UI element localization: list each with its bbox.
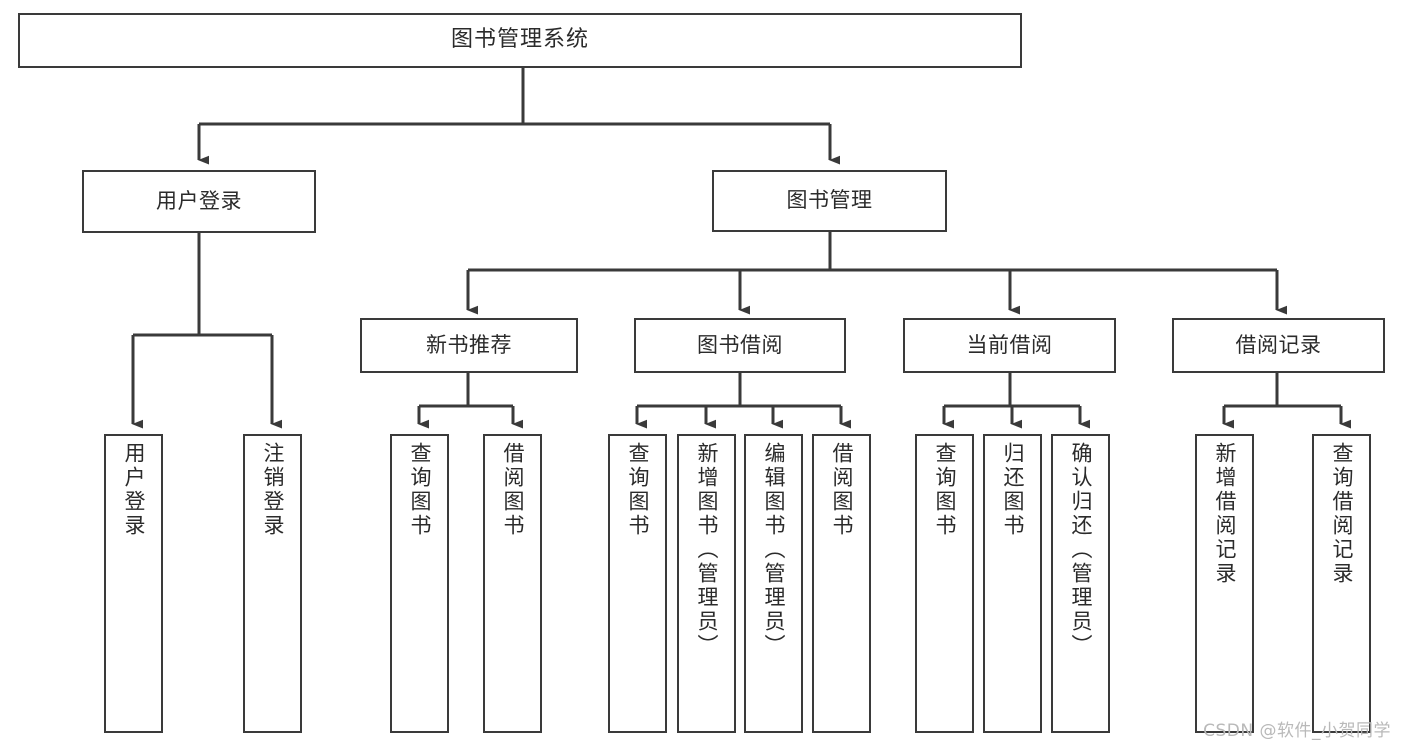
node-user-login[interactable]: 用户登录 (82, 170, 316, 233)
node-root-label: 图书管理系统 (450, 27, 589, 53)
node-leaf-user-login-label: 用户登录 (122, 442, 146, 538)
node-leaf-logout-label: 注销登录 (261, 442, 285, 538)
node-leaf-borrow-book-1[interactable]: 借阅图书 (483, 434, 542, 733)
node-leaf-borrow-book-2[interactable]: 借阅图书 (812, 434, 871, 733)
node-new-book-rec-label: 新书推荐 (426, 332, 512, 357)
node-book-borrow[interactable]: 图书借阅 (634, 318, 846, 373)
node-leaf-query-book-3-label: 查询图书 (933, 442, 957, 538)
node-leaf-add-book[interactable]: 新增图书（管理员） (677, 434, 736, 733)
node-book-borrow-label: 图书借阅 (697, 332, 783, 357)
node-book-manage[interactable]: 图书管理 (712, 170, 947, 232)
node-leaf-add-record[interactable]: 新增借阅记录 (1195, 434, 1254, 733)
node-leaf-return-book-label: 归还图书 (1001, 442, 1025, 538)
node-leaf-edit-book[interactable]: 编辑图书（管理员） (744, 434, 803, 733)
node-leaf-logout[interactable]: 注销登录 (243, 434, 302, 733)
node-user-login-label: 用户登录 (156, 188, 242, 213)
node-root[interactable]: 图书管理系统 (18, 13, 1022, 68)
node-leaf-query-record-label: 查询借阅记录 (1330, 442, 1354, 586)
node-book-manage-label: 图书管理 (786, 188, 873, 213)
node-leaf-borrow-book-2-label: 借阅图书 (830, 442, 854, 538)
node-leaf-add-record-label: 新增借阅记录 (1213, 442, 1237, 586)
node-borrow-record-label: 借阅记录 (1235, 332, 1322, 357)
node-current-borrow-label: 当前借阅 (966, 332, 1053, 357)
node-leaf-query-record[interactable]: 查询借阅记录 (1312, 434, 1371, 733)
node-leaf-confirm-return[interactable]: 确认归还（管理员） (1051, 434, 1110, 733)
node-leaf-query-book-2-label: 查询图书 (626, 442, 650, 538)
node-current-borrow[interactable]: 当前借阅 (903, 318, 1116, 373)
node-leaf-user-login[interactable]: 用户登录 (104, 434, 163, 733)
node-leaf-query-book-1-label: 查询图书 (408, 442, 432, 538)
node-leaf-query-book-2[interactable]: 查询图书 (608, 434, 667, 733)
node-borrow-record[interactable]: 借阅记录 (1172, 318, 1385, 373)
node-leaf-edit-book-label: 编辑图书（管理员） (762, 442, 786, 658)
node-new-book-rec[interactable]: 新书推荐 (360, 318, 578, 373)
node-leaf-return-book[interactable]: 归还图书 (983, 434, 1042, 733)
node-leaf-confirm-return-label: 确认归还（管理员） (1069, 442, 1093, 658)
node-leaf-borrow-book-1-label: 借阅图书 (501, 442, 525, 538)
node-leaf-add-book-label: 新增图书（管理员） (695, 442, 719, 658)
node-leaf-query-book-1[interactable]: 查询图书 (390, 434, 449, 733)
node-leaf-query-book-3[interactable]: 查询图书 (915, 434, 974, 733)
